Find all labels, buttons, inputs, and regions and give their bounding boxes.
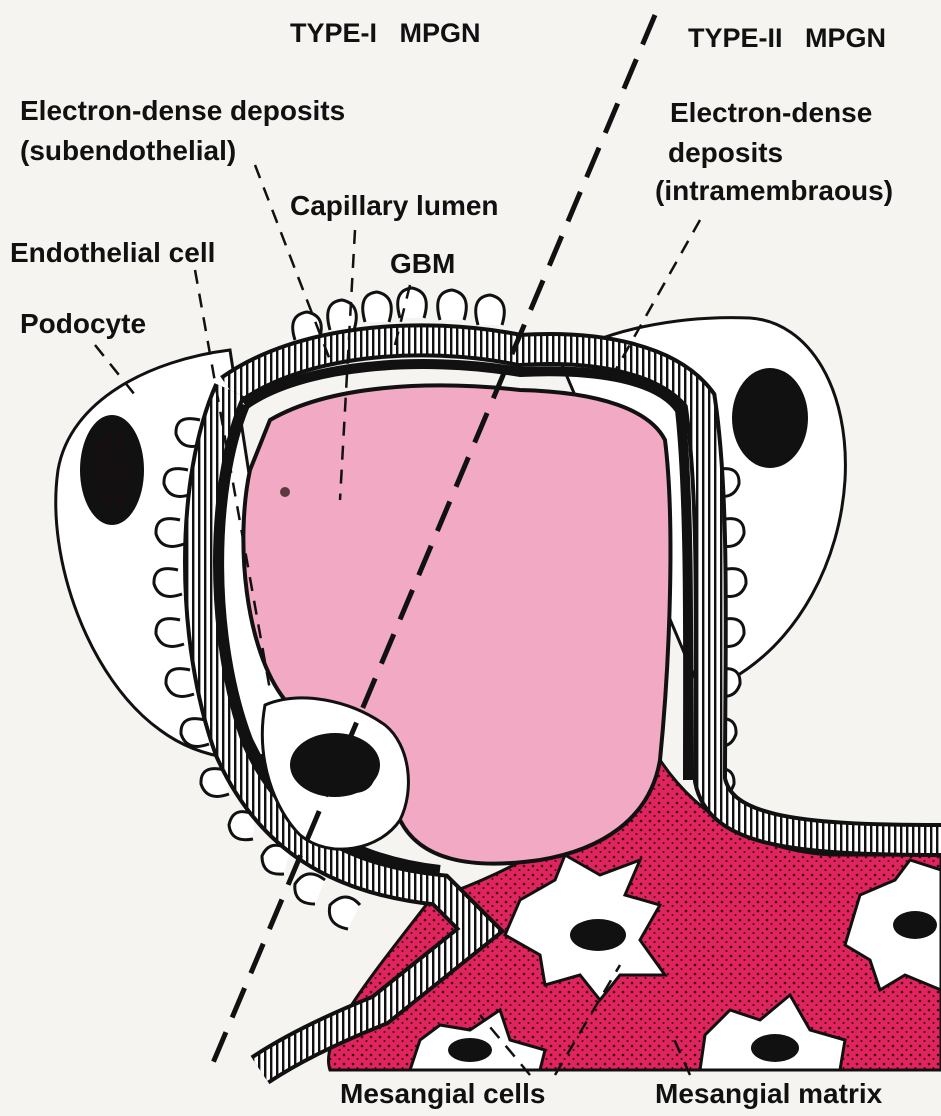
heading-type-2: TYPE-II MPGN <box>688 23 886 53</box>
label-edd-intramembranous-2: deposits <box>668 137 783 168</box>
mesangial-nucleus-4 <box>893 911 937 939</box>
label-capillary-lumen: Capillary lumen <box>290 190 499 221</box>
mesangial-nucleus-1 <box>570 919 626 951</box>
label-gbm: GBM <box>390 248 455 279</box>
label-endothelial-cell: Endothelial cell <box>10 237 215 268</box>
label-podocyte: Podocyte <box>20 308 146 339</box>
label-edd-subendothelial-1: Electron-dense deposits <box>20 95 345 126</box>
label-mesangial-cells: Mesangial cells <box>340 1078 545 1109</box>
podocyte-right-nucleus <box>732 368 808 468</box>
mesangial-nucleus-3 <box>751 1034 799 1062</box>
label-mesangial-matrix: Mesangial matrix <box>655 1078 883 1109</box>
label-edd-intramembranous-1: Electron-dense <box>670 97 872 128</box>
mesangial-nucleus-2 <box>448 1038 492 1062</box>
label-edd-intramembranous-3: (intramembraous) <box>655 175 893 206</box>
label-edd-subendothelial-2: (subendothelial) <box>20 135 236 166</box>
heading-type-1: TYPE-I MPGN <box>290 18 481 48</box>
